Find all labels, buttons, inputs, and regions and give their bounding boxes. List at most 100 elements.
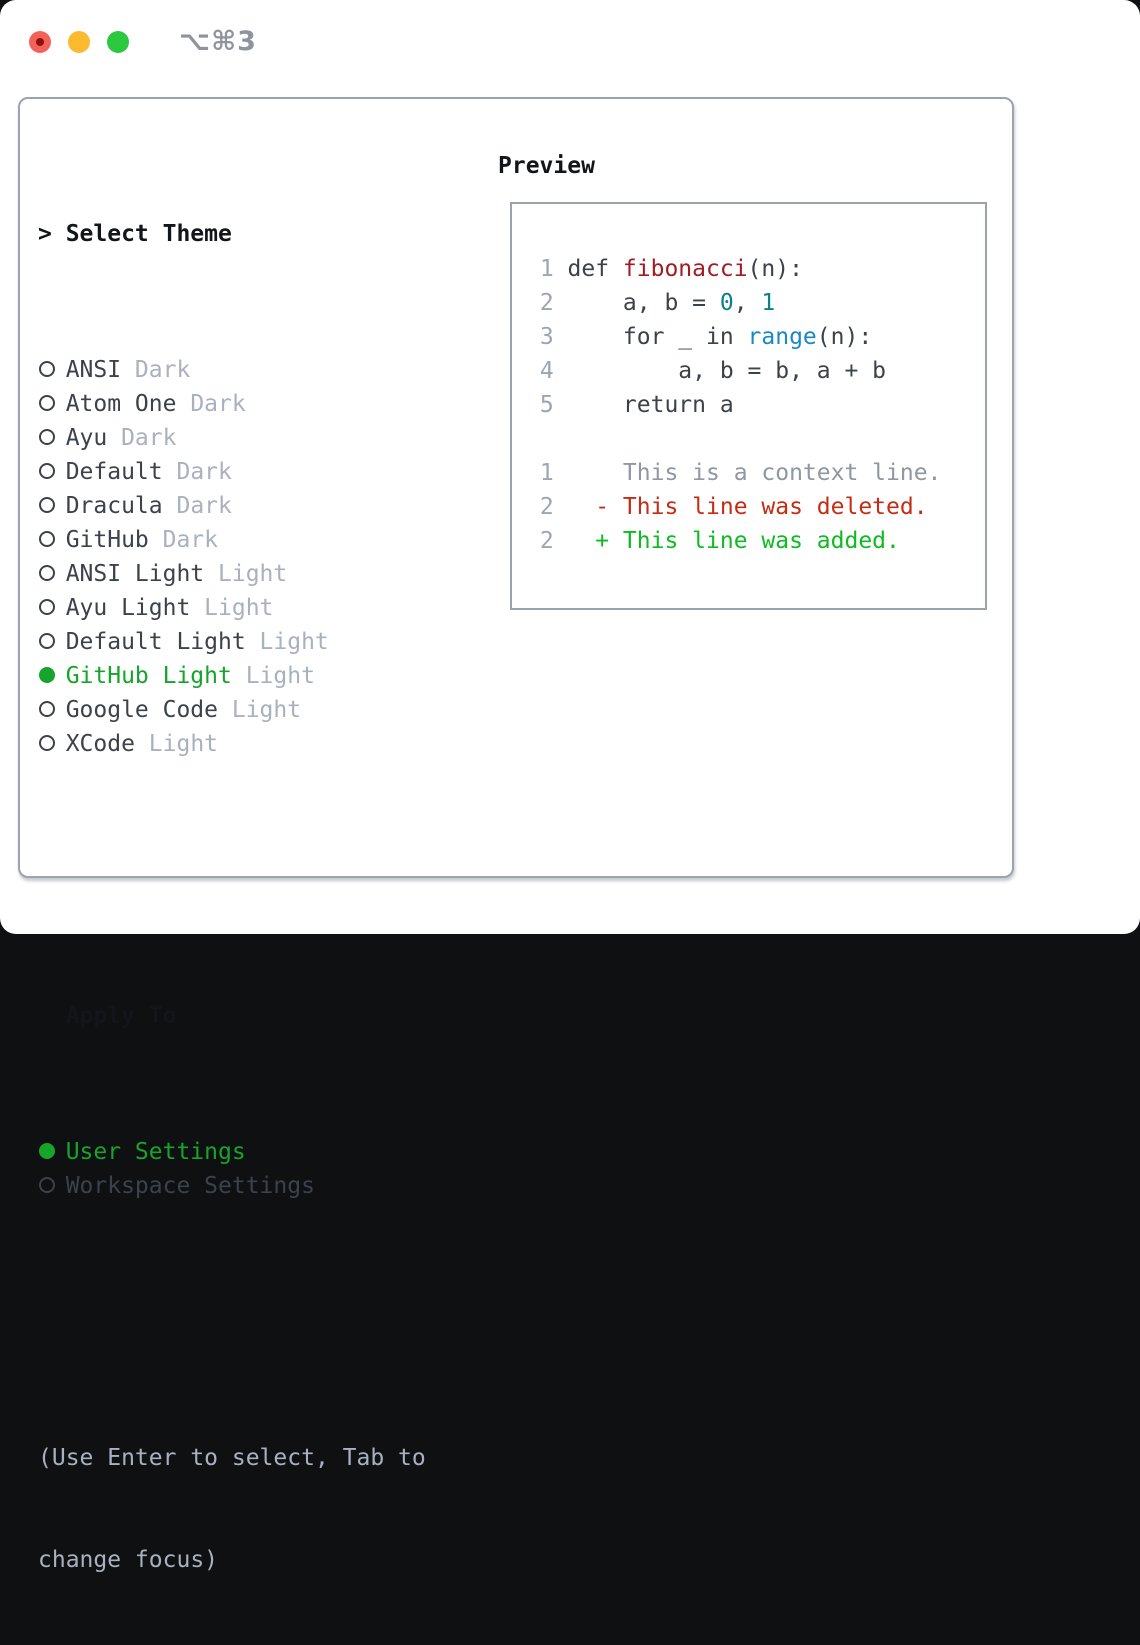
zoom-button[interactable] (107, 30, 129, 53)
theme-option-ayu-light[interactable]: Ayu Light Light (38, 591, 426, 625)
option-label: ANSI (65, 357, 122, 383)
code-token: - This line was deleted. (567, 494, 928, 520)
theme-list-title: >Select Theme (38, 217, 426, 251)
option-label: Dracula (65, 493, 163, 519)
option-tag: Dark (134, 357, 191, 383)
option-label: Ayu Light (65, 595, 191, 621)
radio-icon (39, 531, 55, 547)
radio-icon (39, 701, 55, 717)
radio-icon (39, 497, 55, 513)
code-line: 1 def fibonacci(n): (526, 252, 985, 286)
code-token: (n): (747, 256, 803, 282)
line-number: 2 (539, 528, 554, 554)
window-titlebar: ⌥⌘3 (29, 26, 257, 57)
line-number: 1 (539, 256, 554, 282)
code-token: a, b = b, a + b (567, 358, 887, 384)
code-token: 0 (719, 290, 734, 316)
option-tag: Light (218, 561, 288, 587)
radio-icon (39, 633, 55, 649)
window-title: ⌥⌘3 (179, 26, 257, 57)
code-token: , (733, 290, 762, 316)
option-label: GitHub Light (65, 663, 232, 689)
code-token: return a (567, 392, 734, 418)
code-line: 2 + This line was added. (526, 524, 985, 558)
option-label: GitHub (65, 527, 149, 553)
theme-option-ansi[interactable]: ANSI Dark (38, 353, 426, 387)
radio-icon (39, 1177, 55, 1193)
theme-option-default[interactable]: Default Dark (38, 455, 426, 489)
code-line: 1 This is a context line. (526, 456, 985, 490)
radio-icon (39, 565, 55, 581)
code-token: for _ in (567, 324, 748, 350)
radio-selected-icon (39, 667, 55, 683)
apply-option-workspace-settings[interactable]: Workspace Settings (38, 1169, 426, 1203)
focus-caret-icon: > (38, 221, 52, 247)
code-token: (n): (816, 324, 873, 350)
option-tag: Dark (121, 425, 177, 451)
apply-to-title-label: Apply To (65, 1003, 177, 1029)
radio-icon (39, 361, 55, 377)
option-tag: Light (148, 731, 219, 757)
option-tag: Light (204, 595, 274, 621)
option-label: Workspace Settings (65, 1173, 315, 1199)
theme-option-atom-one[interactable]: Atom One Dark (38, 387, 426, 421)
radio-selected-icon (39, 1143, 55, 1159)
code-line: 2 - This line was deleted. (526, 490, 985, 524)
hint-line-1: (Use Enter to select, Tab to (38, 1445, 426, 1471)
option-label: Default (65, 459, 163, 485)
code-token: a, b = (567, 290, 720, 316)
code-token: + This line was added. (567, 528, 900, 554)
option-tag: Dark (176, 493, 232, 519)
code-line: 4 a, b = b, a + b (526, 354, 985, 388)
option-tag: Dark (176, 459, 232, 485)
radio-icon (39, 429, 55, 445)
option-label: Default Light (65, 629, 246, 655)
radio-icon (39, 395, 55, 411)
code-token: 1 (761, 290, 776, 316)
apply-to-title: Apply To (38, 999, 426, 1033)
radio-icon (39, 463, 55, 479)
code-line (526, 422, 985, 456)
code-token: def (567, 256, 623, 282)
minimize-button[interactable] (68, 30, 90, 53)
code-token: range (747, 324, 817, 350)
code-token: fibonacci (622, 256, 748, 282)
option-label: ANSI Light (65, 561, 205, 587)
spacer (38, 863, 426, 897)
preview-title: Preview (498, 153, 595, 179)
theme-option-ayu[interactable]: Ayu Dark (38, 421, 426, 455)
apply-option-user-settings[interactable]: User Settings (38, 1135, 426, 1169)
option-label: Ayu (65, 425, 108, 451)
code-line: 3 for _ in range(n): (526, 320, 985, 354)
radio-icon (39, 735, 55, 751)
theme-option-xcode[interactable]: XCode Light (38, 727, 426, 761)
option-tag: Light (245, 663, 315, 689)
close-button[interactable] (29, 30, 51, 53)
line-number: 2 (539, 494, 554, 520)
option-tag: Light (231, 697, 302, 723)
line-number: 1 (539, 460, 554, 486)
spacer (38, 1305, 426, 1339)
option-label: User Settings (65, 1139, 246, 1165)
option-tag: Dark (190, 391, 246, 417)
theme-option-github-light[interactable]: GitHub Light Light (38, 659, 426, 693)
option-label: Atom One (65, 391, 177, 417)
option-label: XCode (65, 731, 135, 757)
line-number: 3 (539, 324, 554, 350)
line-number: 4 (539, 358, 554, 384)
theme-option-ansi-light[interactable]: ANSI Light Light (38, 557, 426, 591)
code-line: 5 return a (526, 388, 985, 422)
theme-option-dracula[interactable]: Dracula Dark (38, 489, 426, 523)
close-button-dot (36, 37, 44, 46)
code-line: 2 a, b = 0, 1 (526, 286, 985, 320)
line-number: 5 (539, 392, 554, 418)
hint-line-2: change focus) (38, 1547, 219, 1573)
